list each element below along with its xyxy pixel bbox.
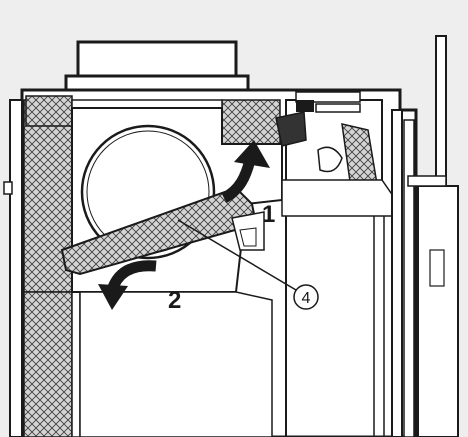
curved-arrow-up-icon (221, 140, 270, 203)
callout-circle (293, 284, 319, 310)
callout-leader-line (177, 219, 297, 291)
step-label-1: 1 (262, 201, 275, 228)
door-frame (391, 35, 459, 437)
top-insulation (25, 95, 281, 145)
curved-arrow-down-left-icon (98, 260, 157, 310)
step-label-2: 2 (168, 287, 181, 314)
flue-collar (64, 40, 250, 92)
callout-label-4: 4 (302, 290, 311, 307)
air-valve-mechanism (275, 91, 402, 217)
left-insulation (23, 99, 81, 437)
